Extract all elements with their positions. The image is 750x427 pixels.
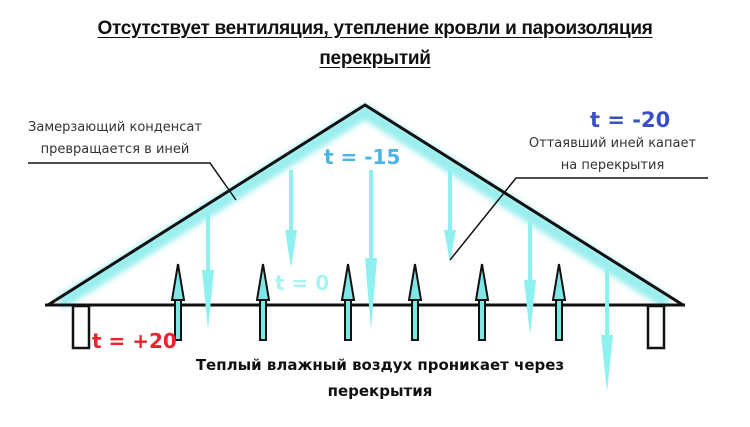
drip-arrow-icon <box>444 170 456 262</box>
drip-arrow-icon <box>202 212 214 330</box>
right-callout-leader <box>449 177 708 261</box>
roof-outline <box>47 103 684 307</box>
left-wall-post <box>71 304 91 350</box>
attic-floor-temperature: t = 0 <box>275 271 330 295</box>
bottom-caption-line2: перекрытия <box>327 382 433 400</box>
drip-arrow-icon <box>601 270 613 392</box>
left-callout-line2: превращается в иней <box>40 142 190 157</box>
frost-layer <box>56 103 672 309</box>
outside-temperature: t = -20 <box>590 108 671 132</box>
warm-air-arrow-icon <box>340 263 356 341</box>
left-callout-line1: Замерзающий конденсат <box>28 120 202 135</box>
warm-air-arrow-icon <box>170 263 186 341</box>
attic-top-temperature: t = -15 <box>324 145 401 169</box>
left-callout-text: Замерзающий конденсат превращается в ине… <box>20 117 210 161</box>
warm-air-arrow-icon <box>255 263 271 341</box>
left-callout-leader <box>28 162 237 201</box>
warm-air-arrow-icon <box>407 263 423 341</box>
right-wall-post <box>646 304 666 350</box>
warm-air-arrow-icon <box>551 263 567 341</box>
right-callout-text: Оттаявший иней капает на перекрытия <box>515 133 710 177</box>
drip-arrows <box>202 170 613 392</box>
right-callout-line1: Оттаявший иней капает <box>528 136 697 151</box>
drip-arrow-icon <box>285 170 297 268</box>
drip-arrow-icon <box>524 222 536 335</box>
room-temperature: t = +20 <box>92 329 177 353</box>
diagram-title-line1: Отсутствует вентиляция, утепление кровли… <box>97 18 653 39</box>
bottom-caption: Теплый влажный воздух проникает через пе… <box>150 352 610 404</box>
bottom-caption-line1: Теплый влажный воздух проникает через <box>195 356 565 374</box>
diagram-title-line2: перекрытий <box>319 48 431 69</box>
warm-air-arrow-icon <box>474 263 490 341</box>
drip-arrow-icon <box>365 170 377 330</box>
warm-air-arrows <box>170 263 567 341</box>
right-callout-line2: на перекрытия <box>560 158 665 173</box>
